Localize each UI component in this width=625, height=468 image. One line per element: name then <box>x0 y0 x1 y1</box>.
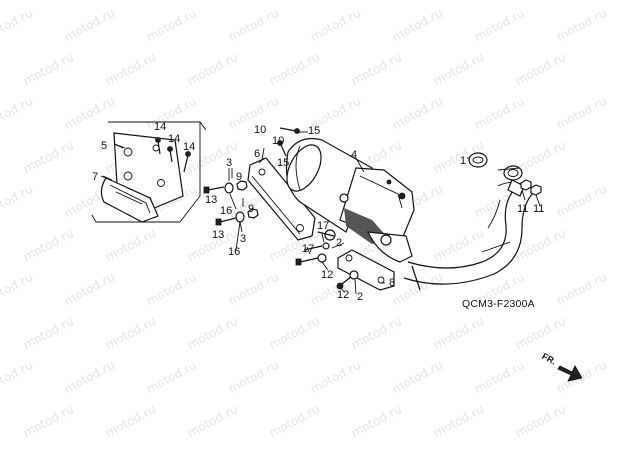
callout-9-lower: 9 <box>248 203 254 215</box>
callout-15-lower: 15 <box>277 157 289 169</box>
callout-8: 8 <box>389 277 395 289</box>
callout-4: 4 <box>351 149 357 161</box>
callout-labels: 1 2 2 3 3 4 5 6 7 8 9 9 10 10 11 11 12 1… <box>92 121 544 303</box>
callout-15: 15 <box>308 125 320 137</box>
callout-3-lower: 3 <box>240 233 246 245</box>
callout-13-lower: 13 <box>212 229 224 241</box>
callout-10: 10 <box>254 124 266 136</box>
callout-3: 3 <box>226 157 232 169</box>
callout-6: 6 <box>254 148 260 160</box>
callout-16-lower: 16 <box>228 246 240 258</box>
callout-7: 7 <box>92 171 98 183</box>
figure-code: QCM3-F2300A <box>462 298 535 310</box>
callout-17: 17 <box>317 220 329 232</box>
muffler-bracket <box>203 157 316 241</box>
callout-10-lower: 10 <box>272 135 284 147</box>
exhaust-pipe <box>403 152 542 291</box>
callout-9: 9 <box>236 171 242 183</box>
callout-16: 16 <box>220 205 232 217</box>
callout-14-right: 14 <box>183 141 195 153</box>
callout-5: 5 <box>101 140 107 152</box>
callout-14-middle: 14 <box>168 133 180 145</box>
callout-2-lower: 2 <box>357 291 363 303</box>
callout-2: 2 <box>336 237 342 249</box>
top-hardware <box>277 127 308 157</box>
callout-12-lower: 12 <box>337 289 349 301</box>
muffler <box>285 137 415 263</box>
callout-13: 13 <box>205 194 217 206</box>
callout-17-lower: 17 <box>302 243 314 255</box>
callout-14: 14 <box>154 121 166 133</box>
leader-lines <box>100 143 541 295</box>
callout-11: 11 <box>517 203 528 215</box>
front-direction-arrow-icon <box>557 365 583 382</box>
callout-1: 1 <box>460 155 466 167</box>
heat-shield-panel <box>91 121 207 223</box>
callout-12: 12 <box>321 269 333 281</box>
lower-bracket <box>295 242 395 291</box>
callout-11-right: 11 <box>533 203 544 215</box>
